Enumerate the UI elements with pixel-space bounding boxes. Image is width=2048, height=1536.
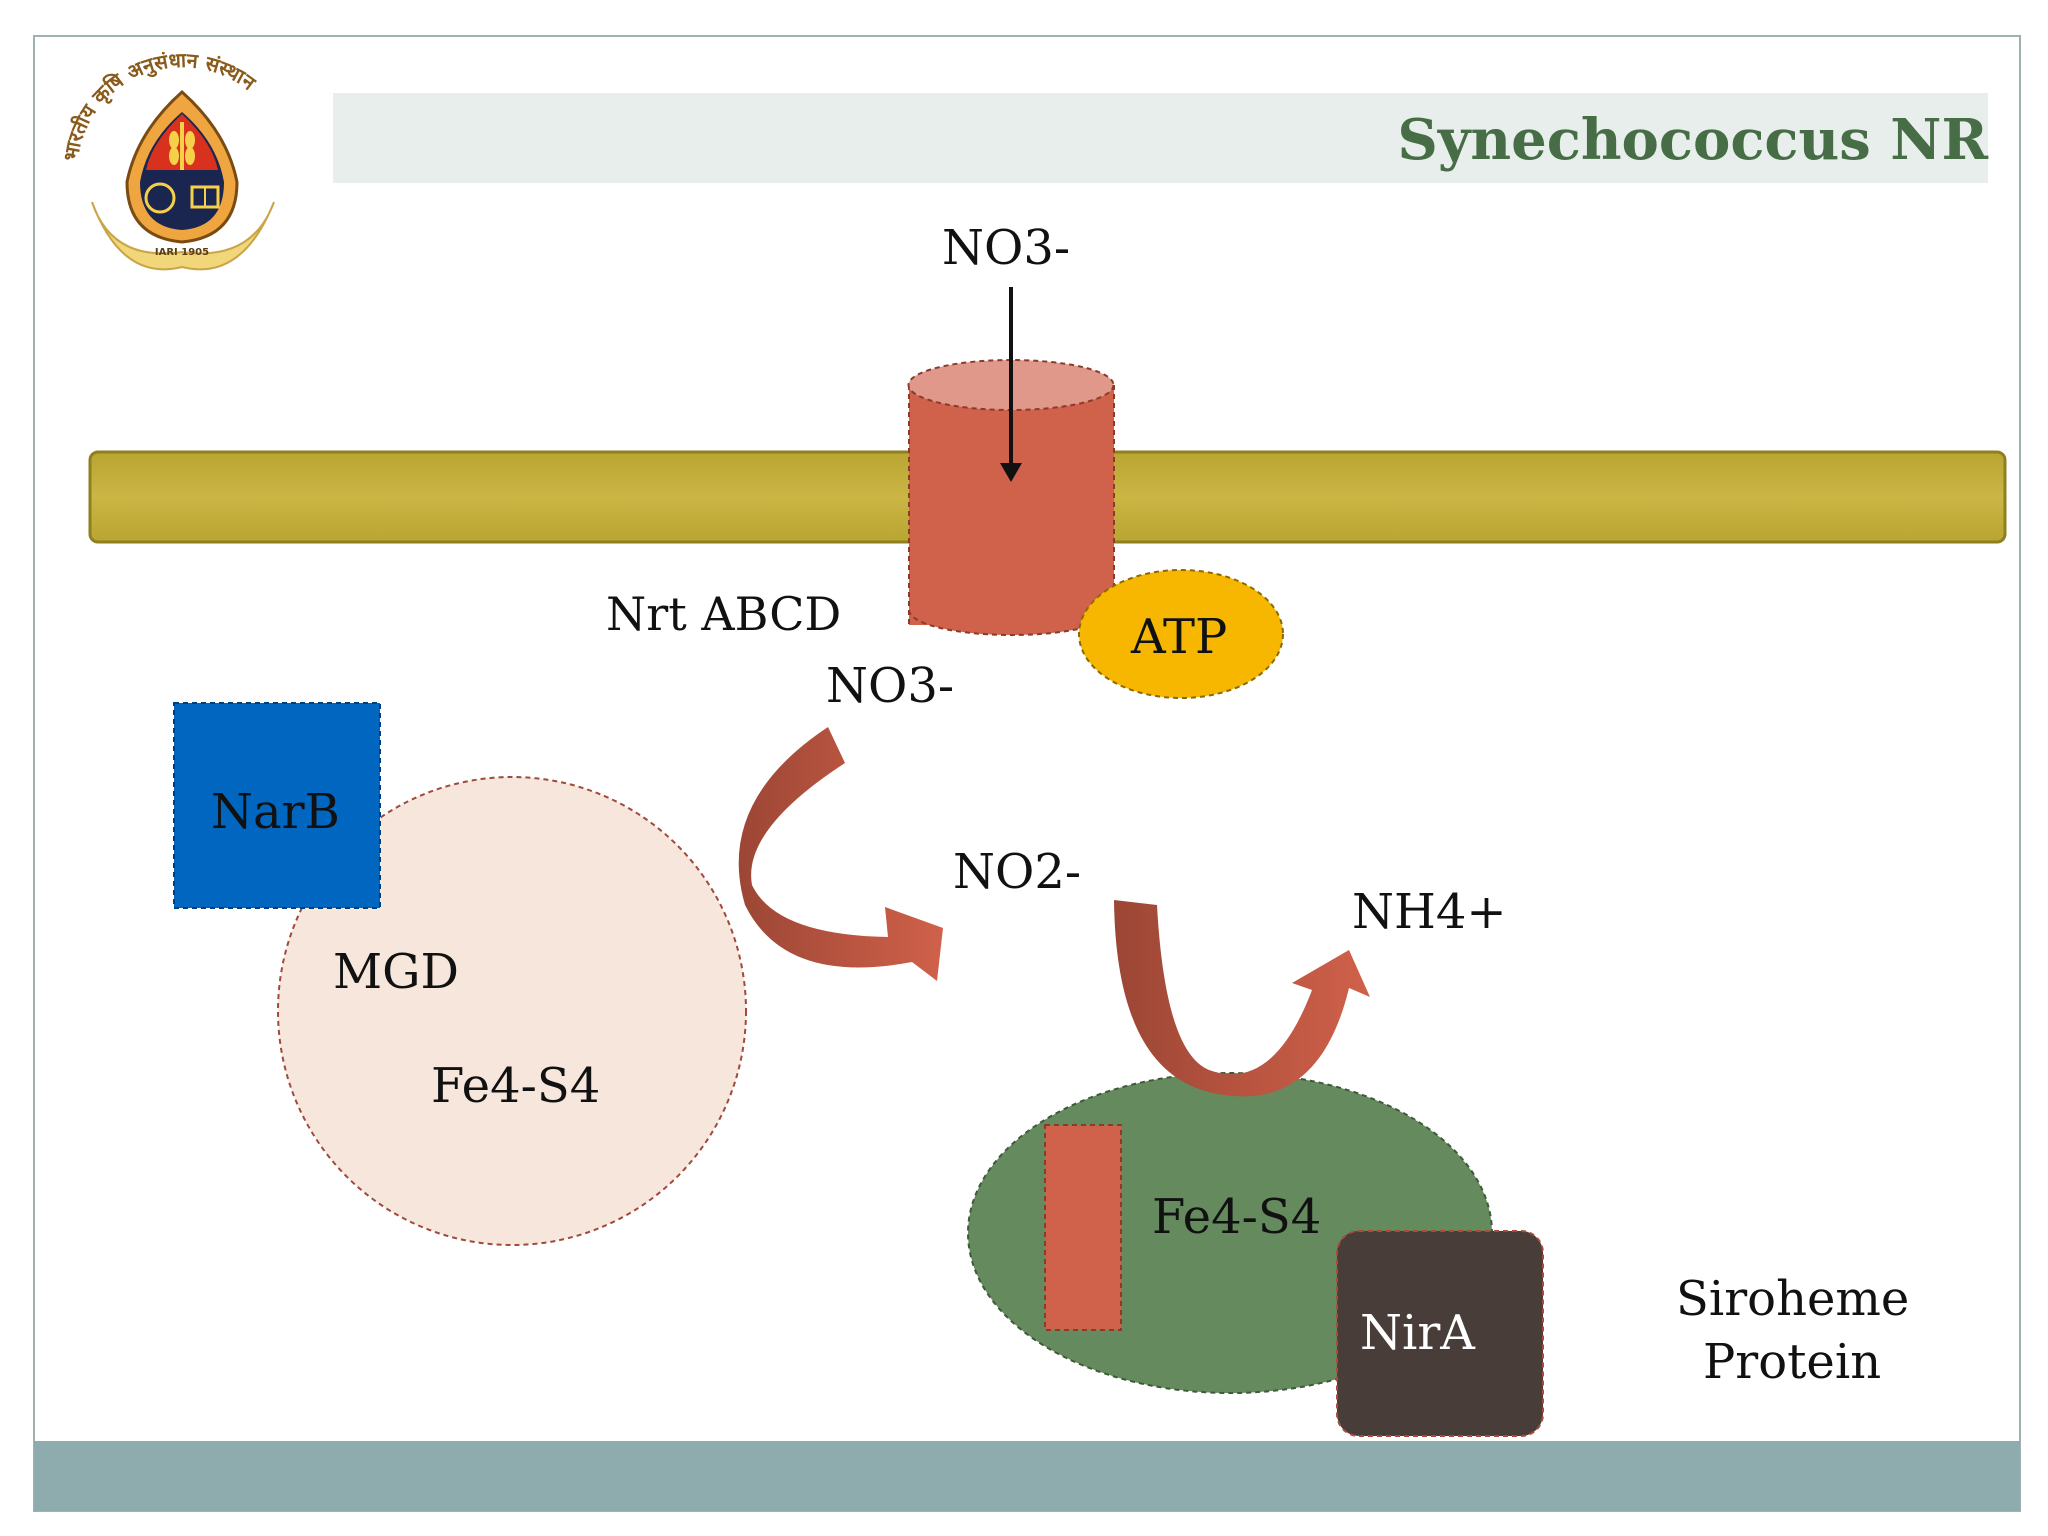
nitrate-outside-label: NO3-: [942, 220, 1071, 276]
fe4s4-right-label: Fe4-S4: [1152, 1189, 1322, 1245]
mgd-label: MGD: [333, 944, 459, 1000]
slide-title: Synechococcus NR: [1397, 107, 1988, 173]
nira-square: [1336, 1230, 1544, 1437]
logo-banner-text: IARI 1905: [155, 247, 209, 258]
nira-label: NirA: [1360, 1305, 1475, 1361]
narb-square: [173, 702, 381, 909]
nitrite-reduction-arrow: [1114, 900, 1370, 1097]
atp-ellipse: [1078, 569, 1284, 699]
siroheme-bar: [1044, 1124, 1122, 1331]
siroheme-label-line2: Protein: [1703, 1334, 1882, 1390]
fe4s4-left-label: Fe4-S4: [431, 1058, 601, 1114]
title-band: [333, 93, 1988, 183]
nitrate-uptake-arrow: [1000, 287, 1022, 482]
nitrate-inside-label: NO3-: [826, 658, 955, 714]
institution-logo: भारतीय कृषि अनुसंधान संस्थान IARI 1905: [58, 52, 275, 271]
nitrite-label: NO2-: [953, 844, 1082, 900]
nrt-abcd-label: Nrt ABCD: [606, 587, 842, 641]
ammonium-label: NH4+: [1352, 884, 1507, 940]
narb-label: NarB: [211, 784, 340, 840]
nitrate-reduction-arrow: [738, 727, 943, 981]
mgd-circle: [277, 776, 747, 1246]
siroheme-label-line1: Siroheme: [1676, 1271, 1910, 1327]
atp-label: ATP: [1131, 609, 1228, 665]
footer-band: [34, 1441, 2020, 1511]
